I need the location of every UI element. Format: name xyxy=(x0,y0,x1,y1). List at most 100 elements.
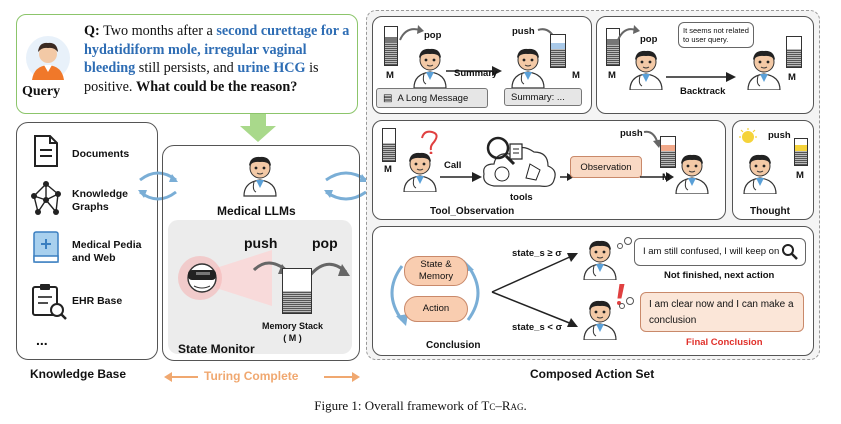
thought-title: Thought xyxy=(750,206,790,217)
kb-item-knowledge-graphs: Knowledge Graphs xyxy=(72,188,129,213)
observation-box: Observation xyxy=(570,156,642,178)
state-action-cycle xyxy=(390,260,480,326)
conclusion-title: Conclusion xyxy=(426,340,481,351)
doctor-icon xyxy=(583,300,617,340)
doctor-icon xyxy=(583,240,617,280)
backtrack-bubble: It seems not related to user query. xyxy=(678,22,754,48)
thought-stack xyxy=(794,138,808,166)
query-part-2: still persists, and xyxy=(138,60,234,76)
pop-arrow-icon xyxy=(399,25,424,41)
kb-item-more: ... xyxy=(36,332,48,348)
tools-label: tools xyxy=(510,192,533,203)
clipboard-icon xyxy=(32,284,67,320)
branch-arrows xyxy=(491,253,578,327)
figure-caption: Figure 1: Overall framework of Tc–Rag. xyxy=(0,398,841,414)
push-label: push xyxy=(244,235,278,251)
doctor-icon xyxy=(413,48,447,88)
thought-push-label: push xyxy=(768,130,791,141)
summary-pop-label: pop xyxy=(424,30,442,41)
backtrack-stack-after xyxy=(786,36,802,68)
tool-observation-title: Tool_Observation xyxy=(430,206,515,217)
caption-name: Tc–Rag xyxy=(481,398,524,413)
summary-m-label: M xyxy=(386,70,394,81)
query-part-1: Two months after a xyxy=(103,23,213,39)
call-arrow xyxy=(440,172,482,182)
knowledge-base-title: Knowledge Base xyxy=(30,367,127,381)
backtrack-m-label: M xyxy=(608,70,616,81)
composed-action-set-title: Composed Action Set xyxy=(530,367,655,381)
memory-stack-label: Memory Stack ( M ) xyxy=(262,320,323,344)
long-message-text: A Long Message xyxy=(397,92,469,104)
doctor-icon xyxy=(403,152,437,192)
clear-conclusion-bubble: I am clear now and I can make a conclusi… xyxy=(640,292,804,332)
query-text: Q: Two months after a second curettage f… xyxy=(84,22,352,96)
thought-m-label: M xyxy=(796,170,804,181)
arrow-icon xyxy=(640,172,674,182)
long-message-pill: ▤ A Long Message xyxy=(376,88,488,108)
still-confused-bubble: I am still confused, I will keep on xyxy=(634,238,806,266)
double-arrow-icon xyxy=(164,372,360,382)
backtrack-pop-label: pop xyxy=(640,34,658,45)
summary-arrow-label: Summary xyxy=(454,68,498,79)
backtrack-arrow-label: Backtrack xyxy=(680,86,726,97)
tools-cloud-icon xyxy=(483,136,556,187)
pop-arrow-icon xyxy=(617,25,640,41)
question-mark-icon xyxy=(421,130,438,154)
book-icon xyxy=(33,231,59,263)
call-label: Call xyxy=(444,160,462,171)
condition-lt: state_s < σ xyxy=(512,322,563,333)
tool-stack-before xyxy=(382,128,396,162)
state-memory-oval: State & Memory xyxy=(404,256,468,286)
document-icon xyxy=(34,135,58,167)
pop-label: pop xyxy=(312,235,338,251)
state-monitor-title: State Monitor xyxy=(178,342,255,356)
doctor-icon xyxy=(511,48,545,88)
query-box xyxy=(16,14,358,114)
tool-m2-label: M xyxy=(662,172,670,183)
summary-arrow xyxy=(446,66,502,76)
query-highlight-1: second curettage for a hydatidiform mole… xyxy=(84,23,350,76)
query-prefix: Q: xyxy=(84,23,100,39)
backtrack-m2-label: M xyxy=(788,72,796,83)
tool-push-label: push xyxy=(620,128,643,139)
graph-icon xyxy=(31,181,61,215)
caption-suffix: . xyxy=(523,398,527,413)
kb-item-ehr-base: EHR Base xyxy=(72,295,123,307)
tool-stack-after xyxy=(660,136,676,168)
turing-complete-label: Turing Complete xyxy=(204,369,299,383)
monitor-robot-icon xyxy=(178,250,272,306)
backtrack-stack-before xyxy=(606,28,620,66)
cycle-arrow-icon xyxy=(138,171,178,201)
not-finished-label: Not finished, next action xyxy=(664,270,775,281)
thought-dots xyxy=(619,297,634,309)
medical-llms-label: Medical LLMs xyxy=(217,204,296,218)
kb-item-medical-pedia: Medical Pedia and Web xyxy=(72,239,142,264)
kb-item-documents: Documents xyxy=(72,148,130,160)
memory-stack xyxy=(282,268,312,314)
knowledge-base-box xyxy=(16,122,158,360)
backtrack-arrow xyxy=(666,72,736,82)
doctor-icon xyxy=(629,50,663,90)
lightbulb-icon xyxy=(739,128,757,143)
summary-stack-before xyxy=(384,26,398,66)
summary-m2-label: M xyxy=(572,70,580,81)
summary-stack-after xyxy=(550,34,566,68)
query-question: What could be the reason? xyxy=(136,78,298,95)
doctor-icon xyxy=(675,154,709,194)
action-oval: Action xyxy=(404,296,468,322)
down-arrow-icon xyxy=(240,114,276,142)
cycle-arrow-icon xyxy=(324,171,368,201)
patient-avatar xyxy=(26,36,70,80)
condition-ge: state_s ≥ σ xyxy=(512,248,562,259)
message-icon: ▤ xyxy=(383,92,393,104)
caption-prefix: Figure 1: Overall framework of xyxy=(314,398,479,413)
thought-dots xyxy=(617,237,632,249)
search-icon xyxy=(782,244,798,260)
query-highlight-2: urine HCG xyxy=(237,60,306,76)
query-label: Query xyxy=(22,84,61,99)
still-confused-text: I am still confused, I will keep on xyxy=(643,246,780,257)
summary-push-label: push xyxy=(512,26,535,37)
query-part-3: is positive. xyxy=(84,60,319,95)
doctor-icon xyxy=(747,50,781,90)
memory-stack-title: Memory Stack xyxy=(262,321,324,331)
